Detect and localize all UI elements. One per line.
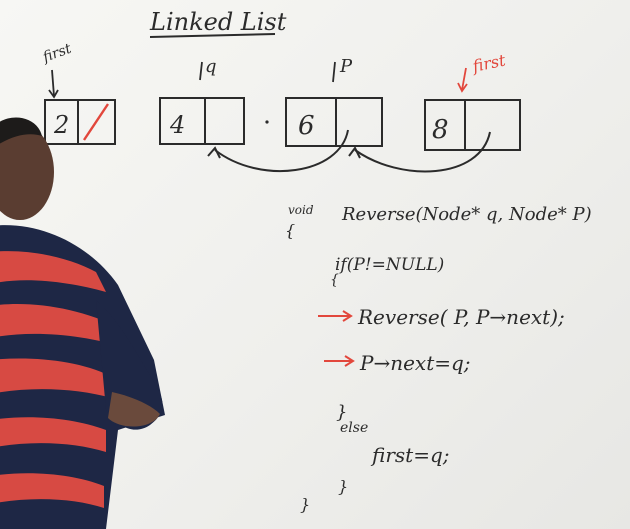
arrowhead-link-6-to-4 — [207, 146, 221, 159]
label-first-black: first — [40, 41, 74, 66]
code-inner-close: } — [338, 477, 348, 496]
node-4-value: 4 — [169, 111, 185, 139]
node-6-box — [285, 97, 383, 147]
arrowhead-first-black — [48, 89, 59, 99]
code-else-line: else — [340, 420, 368, 436]
label-p: P — [339, 56, 353, 77]
red-arrowhead-2 — [344, 355, 355, 367]
code-signature: Reverse(Node* q, Node* P) — [341, 204, 592, 225]
title-underline — [149, 33, 276, 38]
node-4-box — [159, 97, 245, 145]
node-2-null-slash — [83, 103, 109, 141]
board-title: Linked List — [149, 8, 287, 36]
code-recursive-call: Reverse( P, P→next); — [357, 305, 565, 329]
code-assign-line: P→next=q; — [359, 351, 471, 375]
node-6-value: 6 — [298, 111, 315, 141]
reverse-link-6-to-4 — [214, 129, 349, 172]
red-arrowhead-1 — [342, 310, 353, 322]
code-outer-close: } — [300, 495, 310, 514]
node-8-box — [424, 99, 521, 151]
code-open-brace: { — [285, 221, 295, 240]
code-keyword-void: void — [288, 203, 314, 217]
node-8-value: 8 — [432, 115, 449, 145]
arrowhead-first-red — [457, 82, 468, 93]
code-close-brace: } — [336, 402, 347, 423]
node-2-box — [44, 99, 116, 145]
code-if-brace: { — [330, 272, 339, 288]
arrow-first-black — [51, 69, 55, 97]
arrow-q — [199, 61, 203, 81]
arrowhead-link-8-to-6 — [348, 146, 361, 159]
label-first-red: first — [470, 50, 508, 76]
marker-dot — [265, 120, 269, 124]
code-first-assign: first=q; — [370, 443, 450, 467]
label-q: q — [205, 56, 217, 77]
code-if-line: if(P!=NULL) — [335, 255, 444, 275]
arrow-first-red — [461, 67, 467, 91]
reverse-link-8-to-6 — [354, 131, 491, 173]
node-2-value: 2 — [53, 111, 69, 139]
arrow-p — [332, 61, 336, 83]
